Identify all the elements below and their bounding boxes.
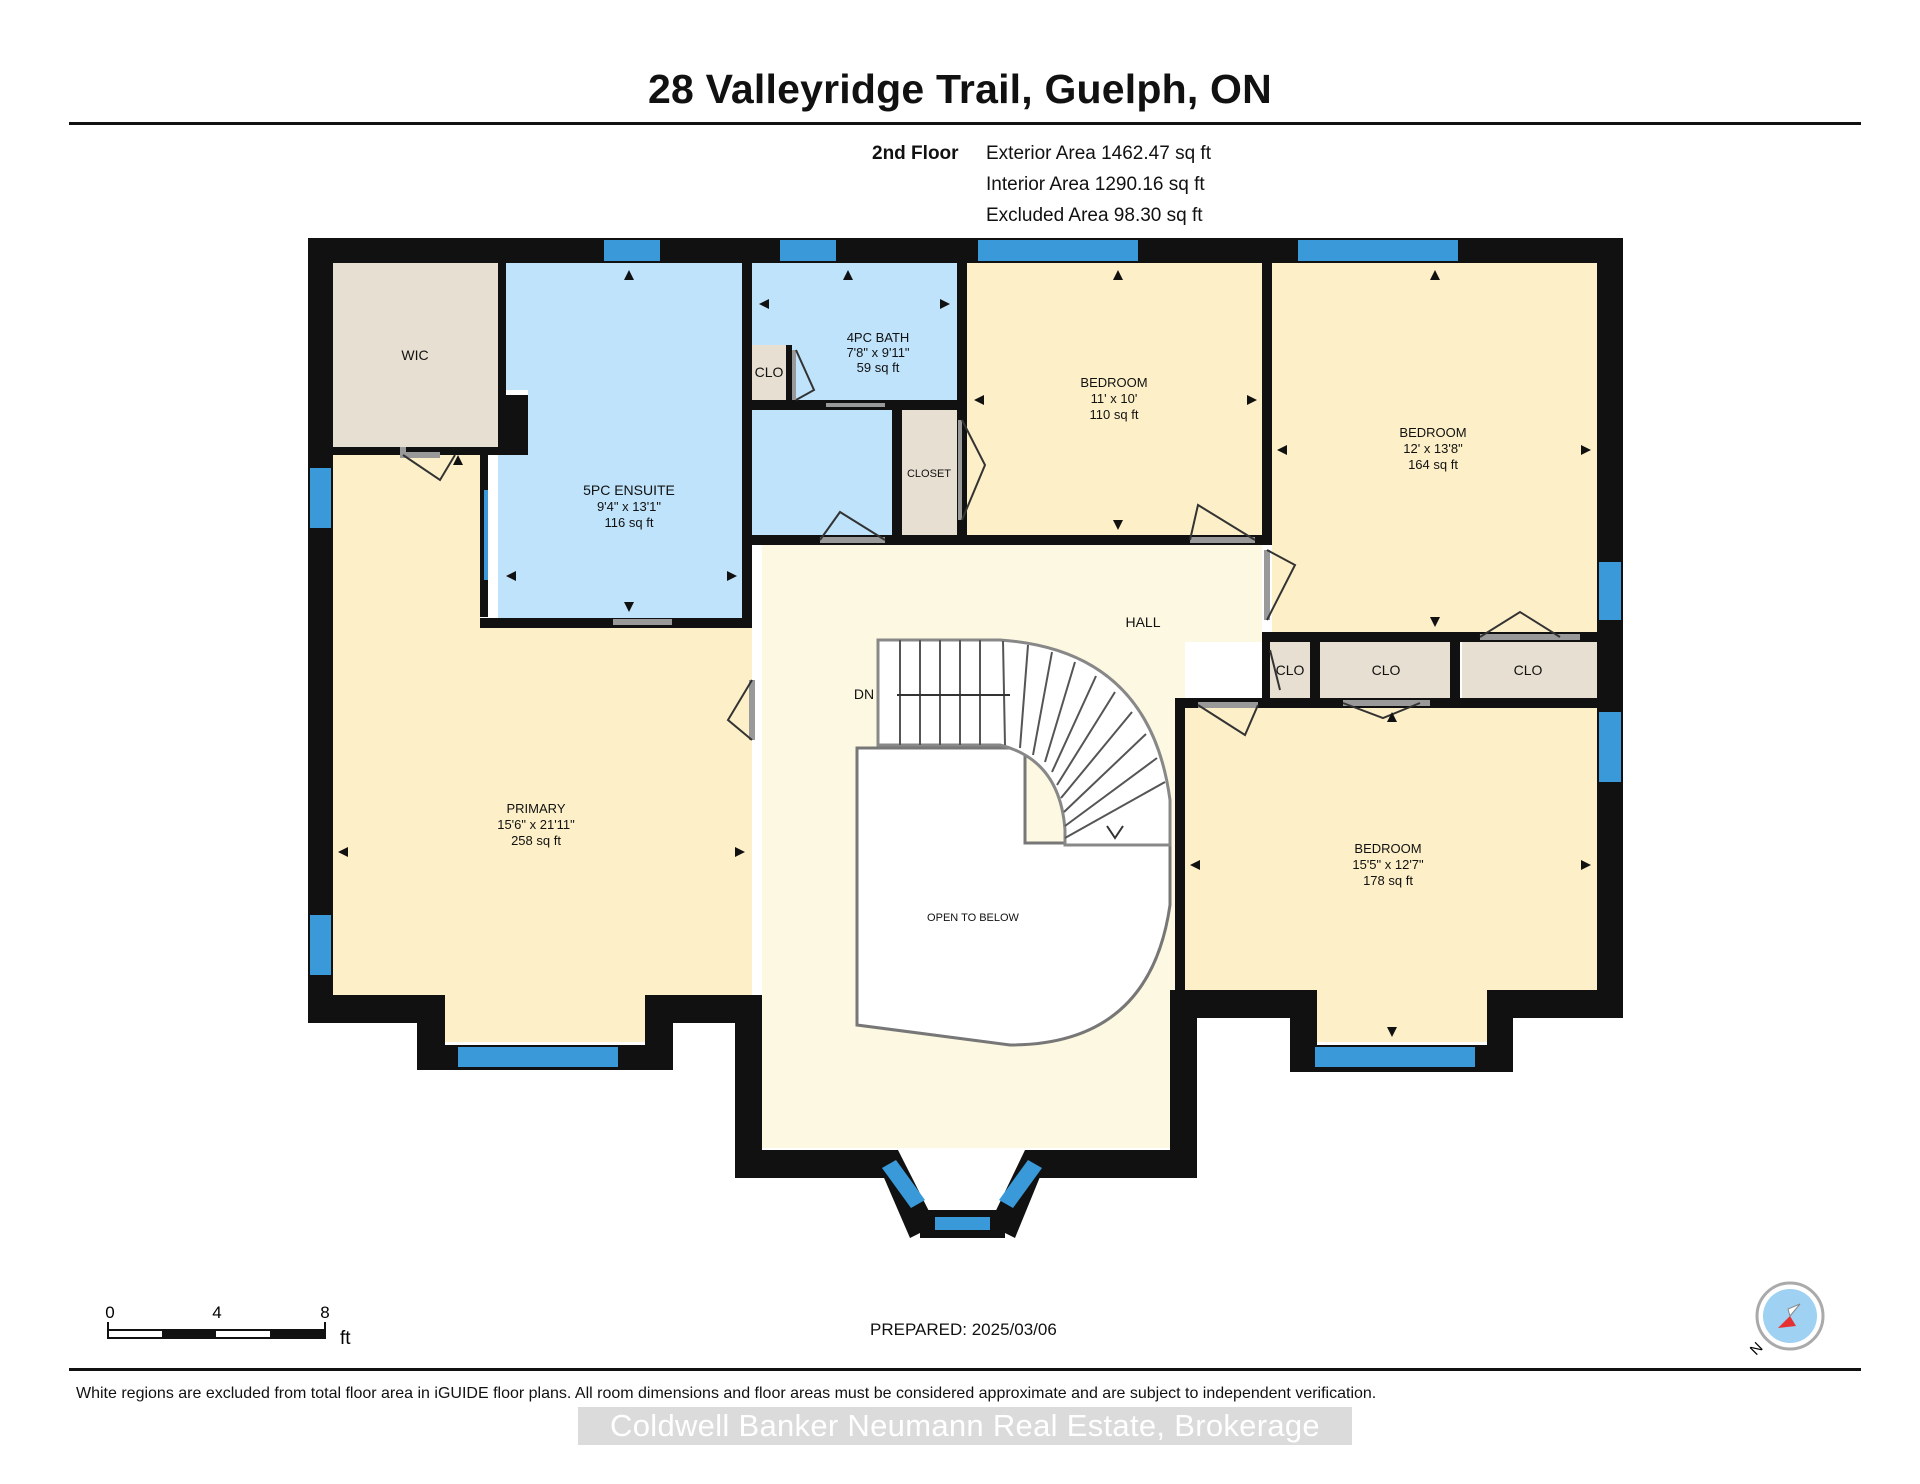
area-bedroom3: 178 sq ft: [1363, 873, 1413, 888]
header-rule: [69, 122, 1861, 125]
label-open-below: OPEN TO BELOW: [927, 912, 1020, 924]
plan-title: 28 Valleyridge Trail, Guelph, ON: [648, 66, 1272, 112]
window: [1315, 1047, 1475, 1067]
floor-label: 2nd Floor: [872, 143, 959, 164]
scale-bar: 0 4 8 ft: [105, 1303, 351, 1349]
open-to-below: [855, 746, 1172, 1047]
label-bath-clo: CLO: [755, 364, 784, 380]
window: [1599, 712, 1621, 782]
dims-bedroom3: 15'5" x 12'7": [1352, 857, 1424, 872]
window: [458, 1047, 618, 1067]
compass-icon: N: [1747, 1281, 1825, 1359]
room-clo-a: [1270, 642, 1310, 698]
room-labels: WIC 5PC ENSUITE 9'4" x 13'1" 116 sq ft 4…: [401, 330, 1542, 924]
footer-rule: [69, 1368, 1861, 1371]
area-primary: 258 sq ft: [511, 833, 561, 848]
window: [1298, 240, 1458, 261]
dims-bath: 7'8" x 9'11": [846, 345, 909, 360]
label-bath: 4PC BATH: [847, 330, 910, 345]
room-bath-lower: [752, 410, 892, 535]
area-ensuite: 116 sq ft: [605, 515, 654, 530]
dims-bedroom1: 11' x 10': [1091, 391, 1138, 406]
windows: [310, 240, 1621, 1067]
compass-north-label: N: [1747, 1339, 1767, 1359]
window: [310, 468, 331, 528]
room-closet: [902, 410, 957, 535]
room-primary: [333, 447, 752, 1042]
scale-tick-0: 0: [105, 1303, 114, 1322]
label-stairs: DN: [854, 686, 874, 702]
prepared-date: PREPARED: 2025/03/06: [870, 1320, 1057, 1339]
room-wic: [333, 262, 498, 447]
brokerage-watermark: Coldwell Banker Neumann Real Estate, Bro…: [578, 1407, 1352, 1445]
label-bedroom3: BEDROOM: [1354, 841, 1421, 856]
area-bedroom1: 110 sq ft: [1090, 407, 1139, 422]
label-wic: WIC: [401, 347, 428, 363]
label-hall: HALL: [1125, 614, 1160, 630]
label-ensuite: 5PC ENSUITE: [583, 482, 675, 498]
exterior-area: Exterior Area 1462.47 sq ft: [986, 143, 1211, 164]
label-closet: CLOSET: [907, 468, 951, 480]
dims-primary: 15'6" x 21'11": [497, 817, 575, 832]
excluded-area: Excluded Area 98.30 sq ft: [986, 205, 1203, 226]
room-clo-b: [1320, 642, 1450, 698]
window: [780, 240, 836, 261]
room-fills: [333, 262, 1597, 1148]
window: [484, 490, 488, 580]
staircase: [876, 638, 1172, 847]
area-summary: Exterior Area 1462.47 sq ft Interior Are…: [986, 138, 1211, 231]
dimension-arrows: [338, 270, 1591, 1037]
area-bath: 59 sq ft: [857, 360, 900, 375]
area-bedroom2: 164 sq ft: [1408, 457, 1458, 472]
room-clo-c: [1462, 642, 1597, 698]
window: [1599, 562, 1621, 620]
dims-ensuite: 9'4" x 13'1": [597, 499, 661, 514]
label-primary: PRIMARY: [507, 801, 566, 816]
room-bedroom2: [1272, 262, 1597, 632]
room-bath-clo: [752, 345, 786, 400]
room-bedroom3: [1185, 708, 1597, 1042]
label-clo-b: CLO: [1372, 662, 1401, 678]
doors: [400, 349, 1580, 741]
disclaimer-text: White regions are excluded from total fl…: [76, 1385, 1377, 1402]
room-ensuite: [498, 262, 742, 622]
label-bedroom1: BEDROOM: [1080, 375, 1147, 390]
scale-tick-4: 4: [212, 1303, 221, 1322]
dims-bedroom2: 12' x 13'8": [1403, 441, 1463, 456]
room-bedroom1: [967, 262, 1262, 535]
window: [604, 240, 660, 261]
label-bedroom2: BEDROOM: [1399, 425, 1466, 440]
bay-window: [872, 1150, 1051, 1238]
scale-tick-8: 8: [320, 1303, 329, 1322]
window: [310, 915, 331, 975]
label-clo-a: CLO: [1276, 662, 1305, 678]
window: [978, 240, 1138, 261]
interior-area: Interior Area 1290.16 sq ft: [986, 174, 1205, 195]
label-clo-c: CLO: [1514, 662, 1543, 678]
scale-unit: ft: [340, 1328, 351, 1349]
